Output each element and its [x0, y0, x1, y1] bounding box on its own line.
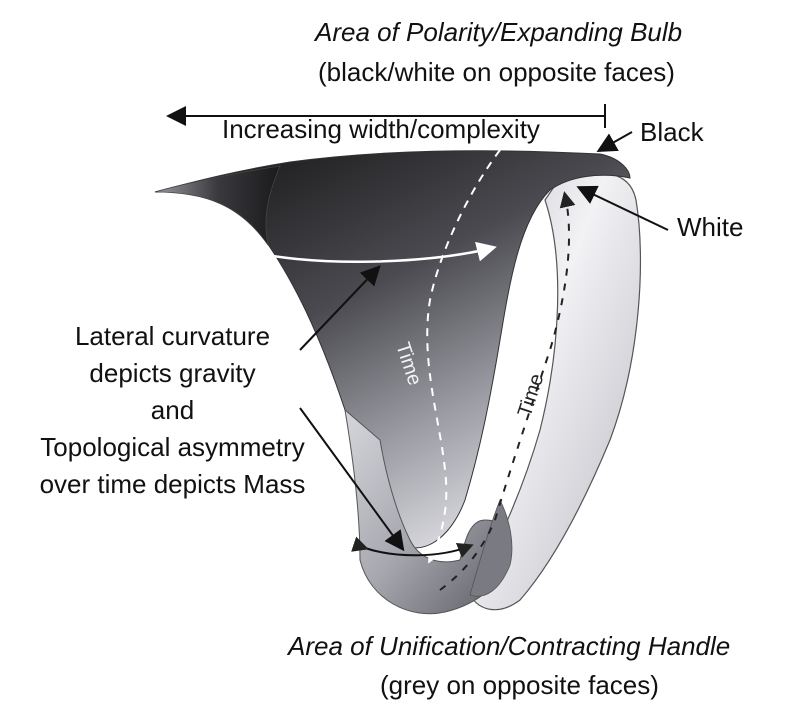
bottom-title: Area of Unification/Contracting Handle [288, 632, 730, 662]
side-line-2: depicts gravity [0, 355, 345, 392]
side-line-5: over time depicts Mass [0, 466, 345, 503]
bottom-subtitle: (grey on opposite faces) [380, 671, 659, 701]
side-line-3: and [0, 392, 345, 429]
top-subtitle: (black/white on opposite faces) [318, 58, 675, 88]
top-title: Area of Polarity/Expanding Bulb [315, 18, 682, 48]
side-annotation: Lateral curvature depicts gravity and To… [0, 318, 345, 503]
width-label: Increasing width/complexity [222, 115, 540, 145]
time-label-right: Time [514, 371, 548, 419]
left-wing [155, 166, 280, 245]
black-pointer [600, 132, 632, 150]
black-label: Black [640, 118, 704, 148]
side-line-4: Topological asymmetry [0, 429, 345, 466]
white-label: White [677, 213, 743, 243]
side-line-1: Lateral curvature [0, 318, 345, 355]
